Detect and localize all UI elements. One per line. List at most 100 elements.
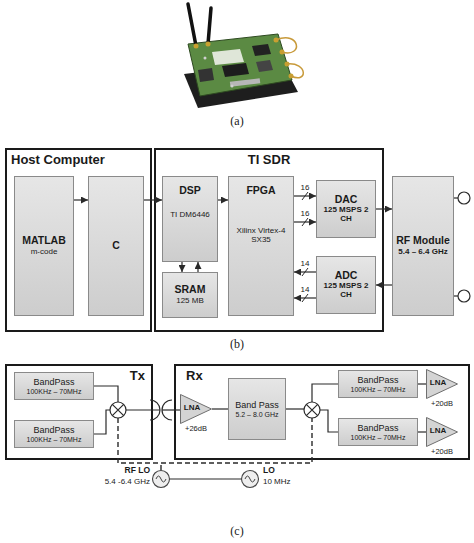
board-photo: [184, 4, 303, 108]
processor-box: DSPTI DM6446: [162, 176, 218, 262]
wire: [454, 197, 458, 198]
software-box: C: [88, 176, 144, 316]
software-box: MATLABm-code: [14, 176, 74, 316]
antenna-port: [458, 290, 470, 302]
oscillator-circle: RF LO 5.4 -6.4 GHz: [70, 466, 170, 492]
header-strip: [230, 78, 260, 87]
node-detail: 5.4 -6.4 GHz: [70, 478, 150, 487]
mixer-cross: [306, 404, 317, 415]
node-detail: 100KHz – 70MHz: [351, 386, 406, 394]
antenna-rod: [208, 8, 211, 44]
node-title: BandPass: [357, 423, 398, 433]
module-box: RF Module5.4 – 6.4 GHz: [392, 176, 454, 316]
wire: [454, 295, 458, 296]
node-detail: Xilinx Virtex-4 SX35: [231, 227, 291, 245]
node-detail: m-code: [31, 248, 58, 257]
connector-arrow: [418, 431, 426, 432]
rf-ports: [454, 192, 470, 302]
filter-box: BandPass100KHz – 70MHz: [338, 418, 418, 446]
node-title: FPGA: [246, 185, 275, 197]
processor-box: FPGA Xilinx Virtex-4 SX35: [228, 176, 294, 316]
node-title: DSP: [179, 185, 201, 197]
node-detail: 125 MB: [176, 297, 204, 306]
connector-symbol: [162, 400, 172, 420]
node-title: MATLAB: [22, 235, 66, 247]
connector-arrow: [74, 199, 88, 200]
bus-width: 14: [295, 285, 315, 294]
rf-wiring: [94, 384, 338, 470]
node-detail: +20dB: [420, 448, 464, 456]
connector-arrow: [294, 271, 316, 272]
mixer-symbol: [304, 402, 320, 418]
chip: [198, 68, 214, 82]
lo-dashed-line: [160, 463, 161, 470]
wire: [94, 386, 118, 402]
amplifier-triangle-shape: [181, 395, 212, 424]
connector-arrow: [218, 199, 228, 200]
node-detail: 100KHz – 70MHz: [351, 434, 406, 442]
node-title: SRAM: [175, 284, 206, 296]
group-frame: BandPass100KHz – 70MHzBandPass100KHz – 7…: [5, 364, 153, 460]
node-title: BandPass: [33, 377, 74, 387]
amplifier-triangle-shape: [427, 370, 458, 399]
lo-dashed-line: [118, 418, 312, 463]
node-detail: 125 MSPS 2 CH: [319, 282, 373, 300]
sine-symbol: [156, 476, 166, 482]
wire: [320, 410, 338, 432]
node-detail: +26dB: [174, 425, 218, 433]
board-label: [212, 49, 244, 65]
filter-box: BandPass100KHz – 70MHz: [14, 372, 94, 400]
panel-label: (a): [222, 114, 252, 129]
bus-width: 14: [295, 259, 315, 268]
oscillator-shape: [153, 471, 170, 488]
circuit-board: [188, 34, 292, 96]
group-frame: MATLABm-codeCHost Computer: [5, 148, 152, 332]
bus-slash: [302, 192, 308, 200]
node-detail: +20dB: [420, 400, 464, 408]
node-title: LNA: [427, 427, 449, 436]
node-title: Rx: [186, 369, 226, 384]
connector-arrow: [294, 297, 316, 298]
converter-box: DAC125 MSPS 2 CH: [316, 180, 376, 238]
filter-box: BandPass100KHz – 70MHz: [338, 370, 418, 398]
group-frame: DSPTI DM6446SRAM125 MB FPGA Xilinx Virtex-…: [154, 148, 384, 332]
connector-arrow: [197, 262, 198, 272]
bus-slash: [302, 268, 308, 276]
oscillator-shape: [242, 471, 259, 488]
node-title: LNA: [181, 404, 203, 413]
connector-group: [74, 192, 426, 479]
amplifier-triangle: LNA+26dB: [180, 394, 212, 438]
coax-cable: [287, 64, 303, 78]
wire: [162, 409, 180, 410]
bus-width: 16: [295, 209, 315, 218]
node-title: TI SDR: [160, 153, 378, 168]
node-detail: 100KHz – 70MHz: [27, 388, 82, 396]
antenna-rod: [188, 4, 196, 46]
sine-symbol: [245, 476, 255, 482]
chip: [252, 44, 271, 56]
node-title: Tx: [107, 369, 145, 384]
node-detail: 125 MSPS 2 CH: [319, 206, 373, 224]
node-title: BandPass: [357, 375, 398, 385]
coax-cable: [276, 38, 296, 53]
node-title: Band Pass: [235, 400, 279, 410]
bus-slash: [302, 218, 308, 226]
connector-symbol: [150, 400, 160, 420]
node-title: LO: [263, 466, 311, 476]
bus-slash: [302, 294, 308, 302]
bus-width: 16: [295, 183, 315, 192]
connector-arrow: [170, 478, 241, 479]
node-title: LNA: [427, 379, 449, 388]
node-title: RF Module: [396, 235, 450, 247]
board-part: [204, 57, 207, 60]
connector-jack: [289, 74, 294, 79]
node-title: ADC: [335, 270, 358, 282]
wire: [312, 384, 338, 402]
node-title: DAC: [335, 194, 358, 206]
node-detail: 10 MHz: [263, 478, 311, 487]
wire: [94, 410, 110, 434]
amplifier-triangle-shape: [427, 418, 458, 447]
amplifier-triangle: LNA+20dB: [426, 369, 458, 411]
converter-box: ADC125 MSPS 2 CH: [316, 256, 376, 314]
node-title: RF LO: [70, 466, 150, 476]
